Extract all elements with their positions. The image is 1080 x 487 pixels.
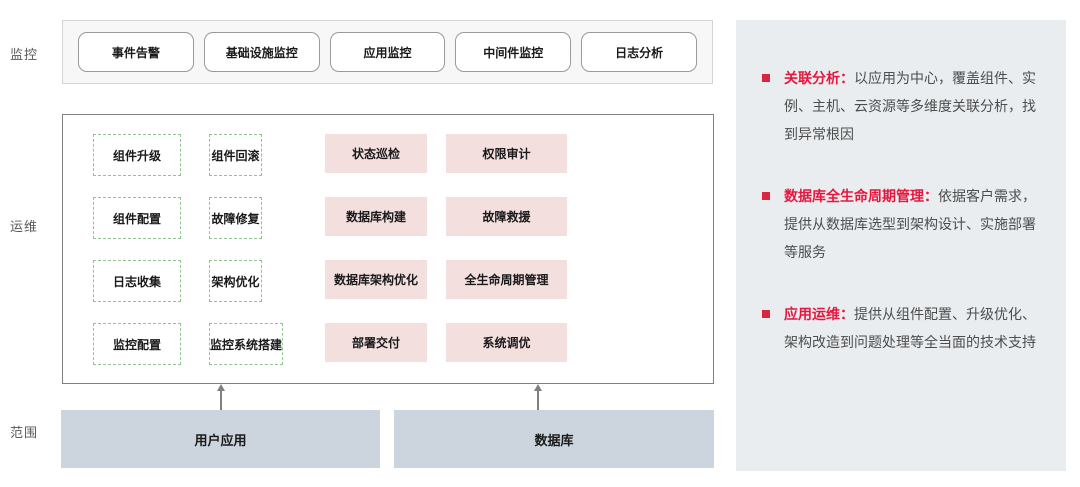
note-item-application-ops: 应用运维：提供从组件配置、升级优化、架构改造到问题处理等全当面的技术支持 [762,300,1040,356]
ops-chip-component-config[interactable]: 组件配置 [93,197,181,239]
scope-box-database[interactable]: 数据库 [394,410,714,468]
row-label-scope: 范围 [10,425,39,440]
arrow-up-icon-database [533,384,543,412]
scope-box-user-application[interactable]: 用户应用 [61,410,380,468]
ops-cell: 故障修复 [209,197,262,239]
ops-cell: 数据库架构优化 [325,260,427,302]
ops-chip-component-upgrade[interactable]: 组件升级 [93,134,181,176]
ops-chip-system-tuning[interactable]: 系统调优 [446,323,567,362]
monitor-chip-log-analysis[interactable]: 日志分析 [581,32,697,72]
ops-cell: 监控配置 [93,323,181,365]
ops-cell: 系统调优 [446,323,567,365]
arrow-shaft [220,390,222,412]
ops-chip-db-architecture-optimization[interactable]: 数据库架构优化 [325,260,427,299]
row-label-monitor: 监控 [10,47,39,62]
monitor-chip-event-alert[interactable]: 事件告警 [78,32,194,72]
note-body: 依据客户需求，提供从数据库选型到架构设计、实施部署等服务 [784,188,1036,260]
monitor-chip-infrastructure[interactable]: 基础设施监控 [203,32,320,72]
notes-panel: 关联分析：以应用为中心，覆盖组件、实例、主机、云资源等多维度关联分析，找到异常根… [736,20,1066,471]
ops-cell: 监控系统搭建 [209,323,284,365]
arrow-shaft [537,390,539,412]
note-item-correlation-analysis: 关联分析：以应用为中心，覆盖组件、实例、主机、云资源等多维度关联分析，找到异常根… [762,64,1040,148]
ops-grid: 组件升级 组件回滚 状态巡检 权限审计 组件配置 故障修复 数据库构建 故障 [93,134,685,365]
ops-cell: 数据库构建 [325,197,427,239]
note-term: 数据库全生命周期管理： [784,188,938,204]
note-body: 提供从组件配置、升级优化、架构改造到问题处理等全当面的技术支持 [784,306,1036,350]
ops-cell: 组件升级 [93,134,181,176]
ops-chip-permission-audit[interactable]: 权限审计 [446,134,567,173]
ops-cell: 组件配置 [93,197,181,239]
ops-chip-status-inspection[interactable]: 状态巡检 [325,134,427,173]
ops-chip-component-rollback[interactable]: 组件回滚 [209,134,262,176]
monitoring-group: 事件告警 基础设施监控 应用监控 中间件监控 日志分析 [62,20,713,84]
ops-cell: 全生命周期管理 [446,260,567,302]
note-body: 以应用为中心，覆盖组件、实例、主机、云资源等多维度关联分析，找到异常根因 [784,70,1036,142]
ops-chip-log-collection[interactable]: 日志收集 [93,260,181,302]
row-label-ops: 运维 [10,219,39,234]
note-term: 关联分析： [784,70,854,86]
monitor-chip-middleware[interactable]: 中间件监控 [455,32,572,72]
ops-chip-fault-repair[interactable]: 故障修复 [209,197,262,239]
arrow-up-icon-user-application [216,384,226,412]
ops-capability-box: 组件升级 组件回滚 状态巡检 权限审计 组件配置 故障修复 数据库构建 故障 [62,114,714,384]
ops-chip-fault-rescue[interactable]: 故障救援 [446,197,567,236]
ops-chip-monitoring-system-setup[interactable]: 监控系统搭建 [209,323,284,365]
arrow-head [533,384,542,391]
ops-chip-database-build[interactable]: 数据库构建 [325,197,427,236]
ops-cell: 状态巡检 [325,134,427,176]
ops-cell: 权限审计 [446,134,567,176]
ops-cell: 架构优化 [209,260,262,302]
square-bullet-icon [762,310,770,318]
ops-cell: 故障救援 [446,197,567,239]
note-item-database-lifecycle: 数据库全生命周期管理：依据客户需求，提供从数据库选型到架构设计、实施部署等服务 [762,182,1040,266]
note-term: 应用运维： [784,306,854,322]
ops-cell: 组件回滚 [209,134,262,176]
ops-chip-monitoring-config[interactable]: 监控配置 [93,323,181,365]
square-bullet-icon [762,192,770,200]
ops-chip-full-lifecycle-management[interactable]: 全生命周期管理 [446,260,567,299]
square-bullet-icon [762,74,770,82]
arrow-head [216,384,225,391]
ops-cell: 日志收集 [93,260,181,302]
ops-cell: 部署交付 [325,323,427,365]
monitor-chip-application[interactable]: 应用监控 [329,32,446,72]
ops-chip-deployment-delivery[interactable]: 部署交付 [325,323,427,362]
ops-chip-architecture-optimization[interactable]: 架构优化 [209,260,262,302]
